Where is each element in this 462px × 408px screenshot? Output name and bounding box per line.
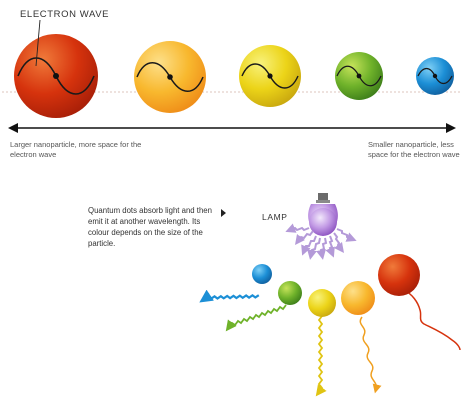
smaller-particle-caption: Smaller nanoparticle, less space for the… [368,140,460,160]
lamp-label: LAMP [262,212,288,222]
particle-blue-small [416,57,454,95]
particle-orange [134,41,206,113]
quantum-dot-description: Quantum dots absorb light and then emit … [88,205,220,249]
lamp-icon [308,193,338,236]
particle-yellow [239,45,301,107]
emitter-green [229,281,302,327]
particle-green [335,52,383,100]
size-arrow [8,123,456,133]
emitter-red [378,254,460,350]
emitter-blue [204,264,272,314]
emitter-yellow [308,289,336,392]
larger-particle-caption: Larger nanoparticle, more space for the … [10,140,160,160]
pointer-triangle-icon [221,209,226,217]
electron-wave-label: ELECTRON WAVE [20,9,109,20]
emitter-orange [341,281,376,389]
particle-red-large [14,34,98,118]
